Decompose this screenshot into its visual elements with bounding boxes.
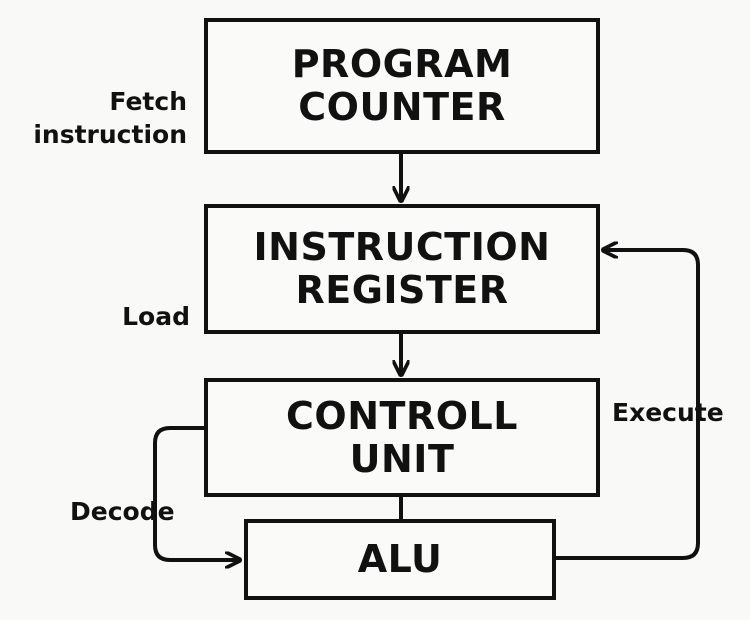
arrow-decode (153, 426, 242, 560)
control-unit-line1: CONTROLL (286, 393, 518, 438)
fetch-label-line2: instruction (33, 119, 187, 149)
alu-label: ALU (357, 537, 443, 582)
program-counter-box: PROGRAM COUNTER (204, 18, 600, 154)
control-unit-line2: UNIT (349, 436, 455, 481)
instruction-register-box: INSTRUCTION REGISTER (204, 204, 600, 334)
control-unit-box: CONTROLL UNIT (204, 378, 600, 497)
decode-label: Decode (70, 497, 175, 526)
program-counter-line2: COUNTER (298, 85, 506, 129)
alu-box: ALU (244, 519, 556, 600)
arrow-execute (554, 250, 700, 560)
execute-label: Execute (612, 398, 724, 427)
instruction-register-line2: REGISTER (295, 268, 509, 312)
fetch-label-line1: Fetch (109, 87, 187, 116)
load-label: Load (122, 302, 190, 331)
instruction-register-line1: INSTRUCTION (253, 225, 551, 270)
fetch-instruction-label: Fetch instruction (33, 86, 187, 151)
program-counter-line1: PROGRAM (291, 42, 513, 87)
